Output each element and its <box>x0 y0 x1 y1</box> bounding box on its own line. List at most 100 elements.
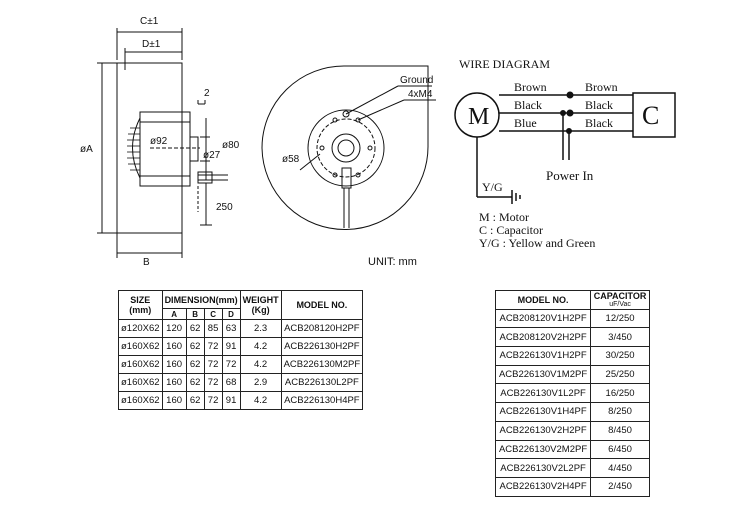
capacitor-table: MODEL NO. CAPACITOR uF/Vac ACB208120V1H2… <box>494 290 650 497</box>
legend-yg: Y/G : Yellow and Green <box>479 236 595 250</box>
label-b: B <box>143 257 150 268</box>
cell-weight: 4.2 <box>239 391 282 410</box>
header-a: A <box>161 308 187 320</box>
motor-fins <box>127 127 140 171</box>
wire-right-1: Black <box>585 98 613 112</box>
cell-model: ACB226130V1H4PF <box>494 402 592 422</box>
wire-right-2: Black <box>585 116 613 130</box>
leader-ground <box>345 85 399 115</box>
wire-junctions <box>560 91 574 134</box>
cell-size: ø160X62 <box>118 337 163 356</box>
cell-weight: 2.3 <box>239 319 282 338</box>
label-4xm4: 4xM4 <box>408 89 433 100</box>
cell-a: 160 <box>161 373 187 392</box>
cell-capacitor: 8/250 <box>590 402 650 422</box>
unit-label: UNIT: mm <box>368 256 417 268</box>
cell-weight: 2.9 <box>239 373 282 392</box>
leader-4xm4 <box>357 99 405 121</box>
capacitor-symbol-box <box>632 92 676 138</box>
cell-b: 62 <box>185 319 205 338</box>
cell-c: 85 <box>203 319 223 338</box>
cell-size: ø160X62 <box>118 391 163 410</box>
cell-b: 62 <box>185 355 205 374</box>
cell-capacitor: 16/250 <box>590 383 650 404</box>
label-92: ø92 <box>150 136 168 147</box>
header-d: D <box>221 308 241 320</box>
cell-model: ACB226130V1L2PF <box>494 383 592 404</box>
cell-model: ACB226130V2H2PF <box>494 420 592 441</box>
cell-size: ø160X62 <box>118 355 163 374</box>
cell-model: ACB226130L2PF <box>280 373 364 392</box>
header-b: B <box>185 308 205 320</box>
wire-left-2: Blue <box>514 116 537 130</box>
cell-size: ø160X62 <box>118 373 163 392</box>
header-capacitor-label: CAPACITOR <box>593 291 647 302</box>
cell-model: ACB208120H2PF <box>280 319 364 338</box>
label-80: ø80 <box>222 140 240 151</box>
cell-c: 72 <box>203 337 223 356</box>
header-capacitor: CAPACITOR uF/Vac <box>590 290 650 310</box>
cell-capacitor: 2/450 <box>590 476 650 497</box>
motor-flange <box>307 109 385 187</box>
label-58: ø58 <box>282 154 300 165</box>
header-weight: WEIGHT (Kg) <box>239 290 282 320</box>
cell-c: 72 <box>203 391 223 410</box>
scroll-housing <box>261 144 429 230</box>
ground-terminal <box>342 110 350 118</box>
cell-capacitor: 25/250 <box>590 364 650 385</box>
cell-model: ACB226130V2M2PF <box>494 439 592 460</box>
legend-capacitor: C : Capacitor <box>479 223 543 237</box>
cell-d: 91 <box>221 337 241 356</box>
front-view <box>261 65 436 230</box>
cell-a: 120 <box>161 319 187 338</box>
header-capacitor-unit: uF/Vac <box>609 301 631 309</box>
cell-capacitor: 6/450 <box>590 439 650 460</box>
hub-circle <box>331 133 361 163</box>
cell-a: 160 <box>161 355 187 374</box>
table-row: ø160X62 160 62 72 91 4.2 ACB226130H2PF <box>118 337 364 356</box>
cell-size: ø120X62 <box>118 319 163 338</box>
label-c: C±1 <box>140 16 159 27</box>
cell-model: ACB208120V2H2PF <box>494 327 592 348</box>
cell-a: 160 <box>161 391 187 410</box>
wire-diagram-title: WIRE DIAGRAM <box>459 57 550 71</box>
legend-motor: M : Motor <box>479 210 529 224</box>
cell-d: 68 <box>221 373 241 392</box>
header-size: SIZE (mm) <box>118 290 163 320</box>
motor-symbol: M <box>468 104 489 130</box>
cell-capacitor: 30/250 <box>590 346 650 366</box>
cell-weight: 4.2 <box>239 337 282 356</box>
motor-cap <box>132 117 141 179</box>
dimension-table: SIZE (mm) DIMENSION(mm) WEIGHT (Kg) MODE… <box>118 290 364 410</box>
cell-d: 91 <box>221 391 241 410</box>
header-dimension: DIMENSION(mm) <box>161 290 241 309</box>
wire-left-0: Brown <box>514 80 547 94</box>
cell-model: ACB226130M2PF <box>280 355 364 374</box>
cell-model: ACB226130V2L2PF <box>494 458 592 478</box>
label-ground: Ground <box>400 75 433 86</box>
cell-a: 160 <box>161 337 187 356</box>
cell-capacitor: 8/450 <box>590 420 650 441</box>
cable-gland <box>341 167 352 189</box>
table-row: ø160X62 160 62 72 91 4.2 ACB226130H4PF <box>118 391 364 410</box>
cell-weight: 4.2 <box>239 355 282 374</box>
cell-b: 62 <box>185 391 205 410</box>
side-view <box>97 28 228 258</box>
cell-d: 72 <box>221 355 241 374</box>
label-250: 250 <box>216 202 233 213</box>
wire-right-0: Brown <box>585 80 618 94</box>
cell-model: ACB226130H2PF <box>280 337 364 356</box>
cell-model: ACB226130H4PF <box>280 391 364 410</box>
yg-label: Y/G <box>482 180 503 194</box>
cell-model: ACB226130V2H4PF <box>494 476 592 497</box>
cell-capacitor: 4/450 <box>590 458 650 478</box>
